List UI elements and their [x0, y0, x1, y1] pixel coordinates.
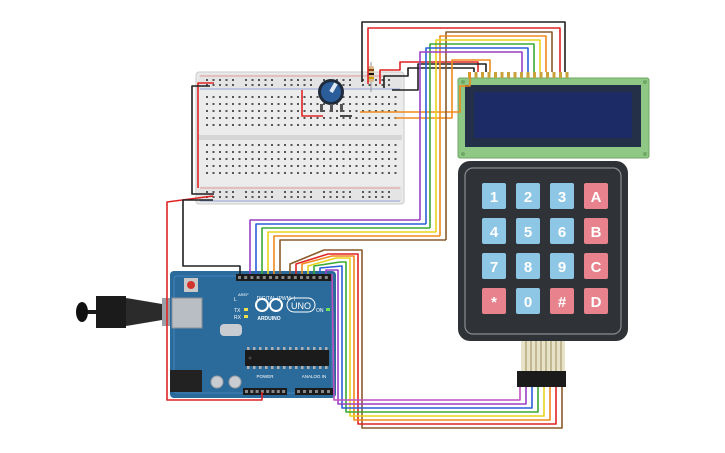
arduino-uno[interactable]: DIGITAL (PWM~) AREF TX RX L ON ARDUINO U… — [76, 271, 336, 398]
keypad-key-C[interactable]: C — [584, 253, 608, 279]
power-header[interactable] — [243, 388, 287, 395]
wire-red-pot — [301, 90, 323, 117]
keypad-key-8[interactable]: 8 — [516, 253, 540, 279]
wire-purple-arduino — [249, 219, 420, 274]
usb-cable — [76, 296, 180, 328]
wire-black-power-gnd — [182, 199, 241, 274]
keypad-key-2[interactable]: 2 — [516, 183, 540, 209]
wire-orange-lcd-d — [439, 35, 547, 236]
breadboard-center-channel — [198, 135, 402, 140]
wire-orange-lcd — [395, 59, 491, 119]
keypad-key-label: * — [491, 294, 497, 311]
keypad-key-label: 1 — [490, 189, 498, 206]
wire-red-top — [367, 27, 561, 84]
keypad-key-A[interactable]: A — [584, 183, 608, 209]
wire-brown-arduino — [279, 239, 446, 274]
keypad-key-label: 2 — [524, 189, 532, 206]
l-label: L — [234, 297, 237, 303]
wire-yellow-lcd — [435, 39, 541, 232]
rx-label: RX — [234, 315, 242, 321]
wire-black-top — [361, 21, 566, 82]
wire-yellow-arduino — [267, 231, 436, 274]
potentiometer[interactable] — [318, 79, 344, 112]
keypad-key-D[interactable]: D — [584, 288, 608, 314]
on-label: ON — [316, 308, 324, 314]
wire-black-lcd-rw — [392, 63, 487, 91]
keypad-key-label: 8 — [524, 259, 532, 276]
aref-label: AREF — [238, 292, 249, 297]
keypad-key-0[interactable]: 0 — [516, 288, 540, 314]
wire-keypad-6 — [319, 265, 533, 409]
keypad-key-label: 7 — [490, 259, 498, 276]
arduino-logo: ARDUINO — [255, 298, 283, 322]
wire-keypad-3 — [301, 255, 551, 421]
wire-keypad-8 — [331, 273, 521, 401]
keypad-key-1[interactable]: 1 — [482, 183, 506, 209]
keypad-key-B[interactable]: B — [584, 218, 608, 244]
wire-orange-arduino — [273, 235, 440, 274]
keypad-key-9[interactable]: 9 — [550, 253, 574, 279]
keypad-key-label: 9 — [558, 259, 566, 276]
wire-keypad-5 — [313, 261, 539, 413]
wire-black-rail-left — [191, 85, 214, 195]
keypad-key-7[interactable]: 7 — [482, 253, 506, 279]
analog-header-label: ANALOG IN — [302, 374, 327, 379]
keypad-key-label: D — [591, 294, 602, 311]
usb-port — [171, 297, 203, 329]
breadboard-power-rail-bottom — [198, 186, 402, 202]
keypad-key-label: # — [558, 294, 567, 311]
arduino-logo-text: ARDUINO — [257, 316, 280, 322]
keypad-key-5[interactable]: 5 — [516, 218, 540, 244]
analog-header[interactable] — [295, 388, 333, 395]
lcd-screen — [474, 92, 632, 138]
keypad-key-label: B — [591, 224, 602, 241]
power-jack — [170, 370, 202, 392]
wire-green-lcd — [429, 43, 535, 228]
keypad-key-4[interactable]: 4 — [482, 218, 506, 244]
capacitor-2 — [228, 375, 242, 389]
wire-keypad-7 — [325, 269, 527, 405]
keypad-key-label: A — [591, 189, 602, 206]
keypad-key-label: 4 — [490, 224, 499, 241]
keypad-key-3[interactable]: 3 — [550, 183, 574, 209]
keypad-key-label: 6 — [558, 224, 566, 241]
wire-black-bb-short — [383, 67, 475, 88]
keypad-key-6[interactable]: 6 — [550, 218, 574, 244]
lcd-pin-header — [468, 72, 569, 78]
lcd-display[interactable] — [457, 72, 650, 159]
keypad-key-label: 5 — [524, 224, 532, 241]
keypad-key-hash[interactable]: # — [550, 288, 574, 314]
keypad-key-star[interactable]: * — [482, 288, 506, 314]
wire-blue-arduino — [255, 223, 426, 274]
keypad-key-label: 3 — [558, 189, 566, 206]
wire-keypad-2 — [295, 253, 557, 425]
uno-label: UNO — [291, 301, 311, 311]
wires — [166, 21, 566, 429]
keypad-key-label: C — [591, 259, 602, 276]
keypad-ribbon-cable — [521, 341, 565, 371]
uno-badge: UNO — [286, 297, 316, 313]
wire-red-rail-left — [197, 82, 214, 188]
microcontroller-chip — [245, 347, 329, 369]
keypad-key-label: 0 — [524, 294, 532, 311]
wire-green-arduino — [261, 227, 430, 274]
capacitor-1 — [210, 375, 224, 389]
breadboard[interactable] — [195, 71, 405, 205]
wire-purple-lcd — [419, 51, 523, 220]
power-header-label: POWER — [256, 374, 274, 379]
keypad[interactable]: 1 2 3 A 4 5 6 B 7 8 9 C * 0 # D — [458, 161, 628, 387]
wire-keypad-4 — [307, 257, 545, 417]
tx-label: TX — [234, 308, 241, 314]
keypad-connector[interactable] — [517, 371, 566, 387]
wire-blue-lcd — [425, 47, 529, 224]
resistor — [368, 62, 374, 92]
wire-brown-lcd — [445, 31, 553, 240]
wire-keypad-1 — [289, 249, 563, 429]
